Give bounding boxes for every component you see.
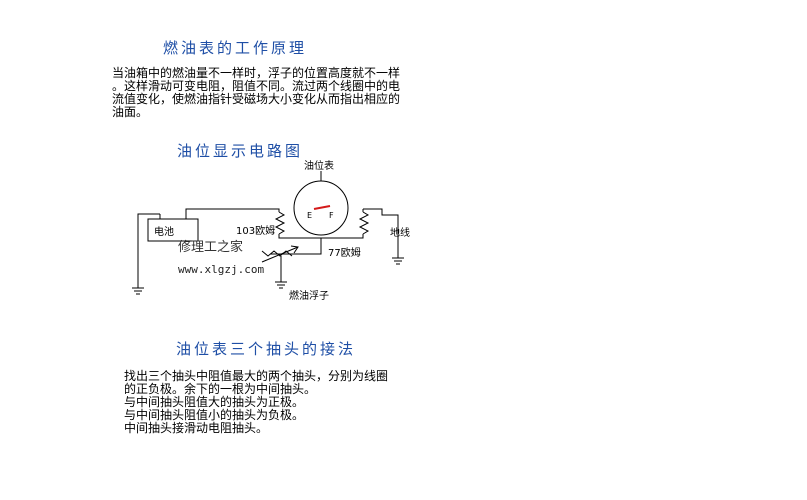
tap-paragraph: 找出三个抽头中阻值最大的两个抽头，分别为线圈 的正负极。余下的一根为中间抽头。 …	[124, 370, 388, 435]
gauge-e-mark: E	[307, 211, 313, 220]
battery-label: 电池	[154, 227, 174, 238]
tap-line: 与中间抽头阻值小的抽头为负极。	[124, 408, 305, 422]
battery-box	[147, 218, 199, 242]
gauge-needle	[313, 205, 331, 210]
title-working-principle: 燃油表的工作原理	[163, 39, 308, 57]
gauge-label: 油位表	[304, 161, 334, 172]
principle-paragraph: 当油箱中的燃油量不一样时，浮子的位置高度就不一样 。这样滑动可变电阻，阻值不同。…	[112, 67, 400, 119]
float-label: 燃油浮子	[289, 291, 329, 302]
battery-ground-wire	[137, 213, 160, 288]
left-coil-103ohm	[274, 211, 286, 235]
left-resistor-label: 103欧姆	[236, 226, 276, 237]
right-coil-wire	[344, 234, 364, 239]
watermark-name: 修理工之家	[178, 240, 244, 255]
ground-label: 地线	[390, 228, 410, 239]
tap-line: 的正负极。余下的一根为中间抽头。	[124, 382, 317, 396]
ground-wire	[363, 208, 399, 258]
right-resistor-label: 77欧姆	[328, 248, 361, 259]
title-tap-connection: 油位表三个抽头的接法	[176, 340, 357, 358]
title-circuit-diagram: 油位显示电路图	[177, 142, 304, 160]
principle-line: 。这样滑动可变电阻，阻值不同。流过两个线圈中的电	[112, 79, 401, 93]
right-coil-77ohm	[358, 211, 370, 235]
tap-line: 找出三个抽头中阻值最大的两个抽头，分别为线圈	[124, 369, 389, 383]
float-resistor-arrow	[261, 246, 299, 263]
principle-line: 当油箱中的燃油量不一样时，浮子的位置高度就不一样	[112, 66, 401, 80]
tap-line: 与中间抽头阻值大的抽头为正极。	[124, 395, 305, 409]
gauge-f-mark: F	[329, 211, 334, 220]
gauge-center-wire	[278, 234, 344, 239]
principle-line: 流值变化，使燃油指针受磁场大小变化从而指出相应的	[112, 92, 401, 106]
watermark-url: www.xlgzj.com	[178, 263, 265, 276]
tap-line: 中间抽头接滑动电阻抽头。	[124, 421, 269, 435]
principle-line: 油面。	[112, 105, 149, 119]
float-sender-wire	[270, 238, 322, 255]
battery-positive-wire	[185, 208, 280, 214]
